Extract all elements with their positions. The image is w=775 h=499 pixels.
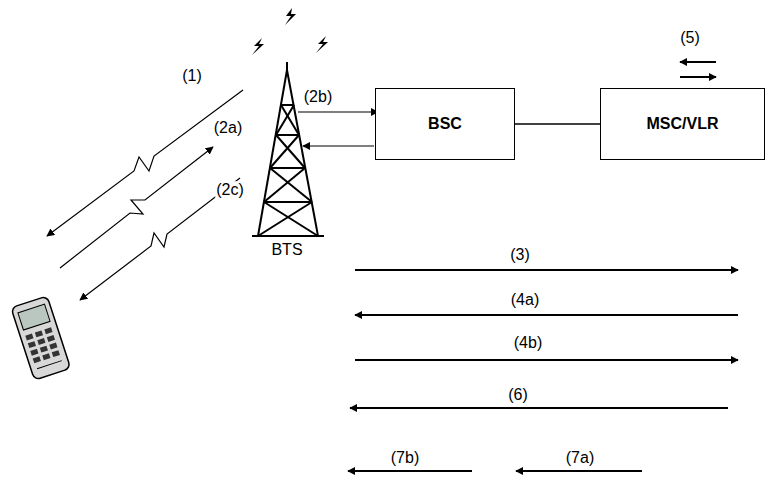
- signal-arrow: [303, 145, 374, 146]
- box-title: BSC: [428, 115, 462, 133]
- message-arrow: [355, 269, 738, 271]
- signal-bolt: [252, 8, 328, 55]
- equipment-label: BTS: [270, 241, 303, 259]
- radio-link-arrow: [60, 147, 213, 268]
- box-title: MSC/VLR: [647, 115, 719, 133]
- step-number: (6): [507, 386, 529, 404]
- message-arrow: [355, 314, 738, 316]
- network-box: MSC/VLR: [600, 88, 765, 160]
- step-number: (7a): [565, 449, 595, 467]
- message-arrow: [516, 470, 642, 472]
- step-number: (2b): [303, 88, 333, 106]
- step-number: (3): [509, 246, 531, 264]
- signal-arrow: [680, 61, 716, 63]
- message-arrow: [348, 470, 472, 472]
- connector-line: [515, 123, 600, 125]
- message-arrow: [350, 407, 728, 409]
- step-number: (5): [679, 29, 701, 47]
- step-number: (1): [181, 67, 203, 85]
- message-arrow: [355, 359, 738, 361]
- network-box: BSC: [375, 88, 515, 160]
- radio-link-arrow: [47, 90, 243, 236]
- step-number: (2c): [215, 181, 245, 199]
- signal-arrow: [298, 111, 378, 112]
- step-number: (4a): [510, 291, 540, 309]
- step-number: (2a): [213, 119, 243, 137]
- signal-arrow: [680, 76, 716, 78]
- step-number: (7b): [390, 449, 420, 467]
- mobile-phone: [11, 296, 71, 380]
- step-number: (4b): [513, 334, 543, 352]
